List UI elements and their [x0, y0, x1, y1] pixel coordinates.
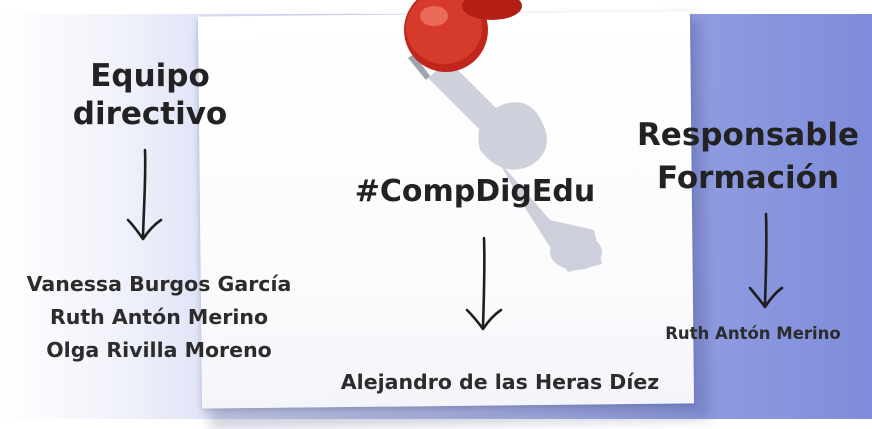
heading-responsable-formacion: Responsable Formación	[628, 114, 868, 200]
person-name: Olga Rivilla Moreno	[46, 338, 272, 362]
down-arrow-icon	[465, 236, 503, 331]
pushpin-icon	[404, 0, 602, 272]
names-equipo-directivo: Vanessa Burgos García Ruth Antón Merino …	[4, 268, 314, 367]
heading-line: Equipo	[90, 58, 210, 94]
person-name: Ruth Antón Merino	[49, 305, 269, 329]
person-name: Alejandro de las Heras Díez	[340, 370, 660, 394]
heading-line: #CompDigEdu	[354, 174, 596, 209]
heading-equipo-directivo: Equipo directivo	[40, 58, 260, 134]
down-arrow-icon	[748, 212, 784, 309]
person-name: Vanessa Burgos García	[26, 272, 292, 296]
down-arrow-icon	[126, 148, 163, 241]
names-responsable-formacion: Ruth Antón Merino	[640, 322, 866, 346]
heading-line: directivo	[72, 95, 228, 132]
names-compdigedu: Alejandro de las Heras Díez	[300, 367, 700, 397]
person-name: Ruth Antón Merino	[665, 324, 841, 343]
heading-line: Responsable	[636, 117, 860, 153]
heading-compdigedu: #CompDigEdu	[325, 174, 625, 211]
heading-line: Formación	[656, 160, 840, 196]
